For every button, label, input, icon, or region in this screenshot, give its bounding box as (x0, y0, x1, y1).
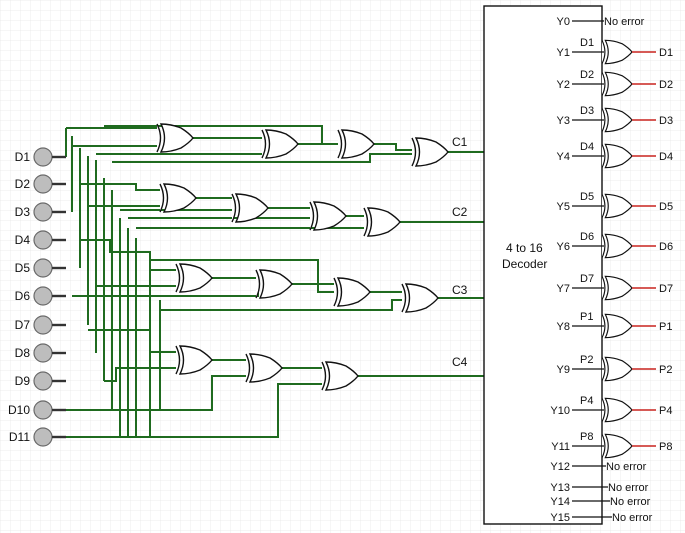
corrector-input-label: D6 (580, 231, 594, 243)
corrected-output-label: D7 (659, 283, 673, 295)
no-error-label: No error (608, 482, 649, 494)
input-led (33, 230, 53, 250)
no-error-label: No error (610, 496, 651, 508)
decoder-pin-label: Y14 (550, 496, 570, 508)
decoder-pin-label: Y11 (551, 441, 570, 453)
wire (112, 153, 414, 163)
wire (374, 143, 412, 151)
input-label: D8 (15, 346, 31, 360)
wire (80, 239, 178, 271)
corrector-input-label: D3 (580, 105, 594, 117)
input-led (33, 147, 53, 167)
wire (149, 254, 336, 293)
decoder-pin-label: Y8 (557, 321, 570, 333)
decoder-box (483, 5, 603, 525)
decoder-pin-label: Y10 (550, 405, 570, 417)
input-label: D7 (15, 318, 31, 332)
corrected-output-label: D3 (659, 115, 673, 127)
input-label: D9 (15, 374, 31, 388)
corrector-input-label: P8 (580, 431, 593, 443)
decoder-pin-label: Y5 (557, 201, 570, 213)
corrector-column: D1D1D2D2D3D3D4D4D5D5D6D6D7D7P1P1P2P2P4P4… (572, 37, 673, 459)
corrected-output-label: P4 (659, 405, 672, 417)
wire (44, 383, 324, 438)
decoder: 4 to 16 Decoder Y0Y1Y2Y3Y4Y5Y6Y7Y8Y9Y10Y11… (483, 5, 653, 525)
input-led (33, 371, 53, 391)
corrector-input-label: D2 (580, 69, 594, 81)
input-led (33, 400, 53, 420)
input-label: D10 (8, 403, 30, 417)
corrected-output-label: D4 (659, 151, 673, 163)
wire (80, 183, 162, 191)
corrected-output-label: P1 (659, 321, 672, 333)
check-bit-label: C1 (452, 135, 468, 149)
input-led (33, 258, 53, 278)
no-error-label: No error (612, 512, 653, 524)
check-bit-label: C4 (452, 355, 468, 369)
decoder-pin-label: Y12 (550, 461, 570, 473)
input-led (33, 174, 53, 194)
decoder-pin-label: Y15 (550, 512, 570, 524)
decoder-pin-label: Y3 (557, 115, 570, 127)
decoder-pin-label: Y6 (557, 241, 570, 253)
wire (88, 329, 178, 353)
corrector-input-label: D4 (580, 141, 594, 153)
corrector-input-label: D7 (580, 273, 594, 285)
corrector-input-label: D1 (580, 37, 594, 49)
corrector-input-label: P4 (580, 395, 593, 407)
no-error-label: No error (604, 16, 645, 28)
corrected-output-label: P2 (659, 364, 672, 376)
input-label: D1 (15, 150, 31, 164)
input-led (33, 315, 53, 335)
corrected-output-label: D1 (659, 47, 673, 59)
input-label: D2 (15, 177, 31, 191)
check-bit-label: C3 (452, 283, 468, 297)
decoder-pin-label: Y0 (557, 16, 570, 28)
input-led (33, 286, 53, 306)
corrected-output-label: D5 (659, 201, 673, 213)
input-led (33, 427, 53, 447)
decoder-title-line1: 4 to 16 (506, 241, 543, 255)
input-label: D6 (15, 289, 31, 303)
check-bit-label: C2 (452, 205, 468, 219)
decoder-pin-label: Y13 (550, 482, 570, 494)
input-label: D5 (15, 261, 31, 275)
decoder-pin-label: Y7 (557, 283, 570, 295)
input-label: D11 (9, 430, 30, 444)
input-led (33, 202, 53, 222)
corrected-output-label: D2 (659, 79, 673, 91)
decoder-pin-label: Y4 (557, 151, 570, 163)
wire (160, 299, 404, 311)
no-error-label: No error (606, 461, 647, 473)
decoder-title-line2: Decoder (502, 257, 547, 271)
decoder-pin-label: Y9 (557, 364, 570, 376)
corrected-output-label: P8 (659, 441, 672, 453)
corrector-input-label: P1 (580, 311, 593, 323)
decoder-pin-label: Y1 (557, 47, 570, 59)
decoder-pin-label: Y2 (557, 79, 570, 91)
input-label: D4 (15, 233, 31, 247)
corrected-output-label: D6 (659, 241, 673, 253)
wire (44, 375, 248, 411)
input-led (33, 343, 53, 363)
corrector-input-label: P2 (580, 354, 593, 366)
corrector-input-label: D5 (580, 191, 594, 203)
input-label: D3 (15, 205, 31, 219)
wire (104, 367, 178, 382)
